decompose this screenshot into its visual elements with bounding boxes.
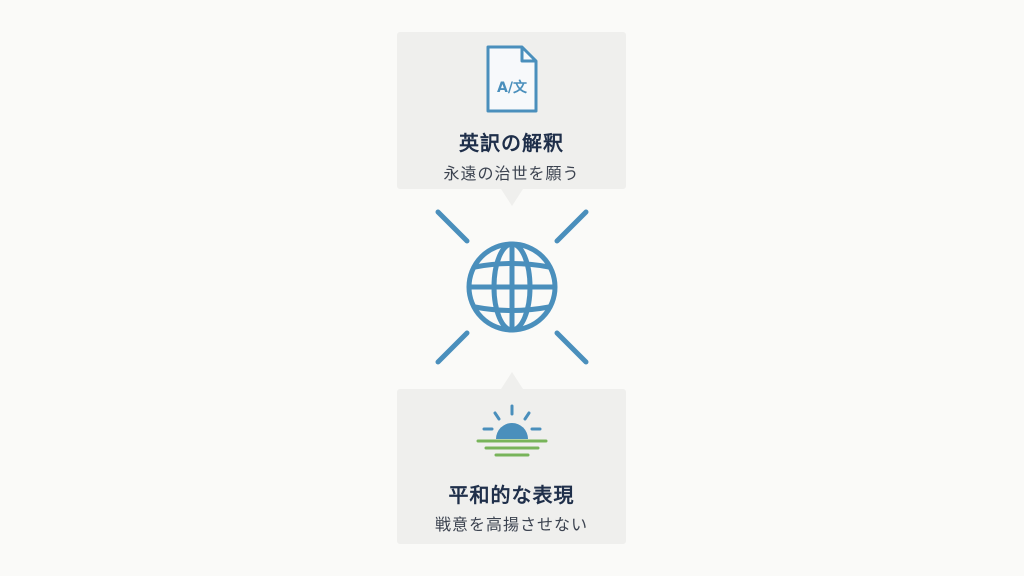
peaceful-expression-subtitle: 戦意を高揚させない bbox=[434, 515, 588, 534]
peaceful-expression-card: 平和的な表現 戦意を高揚させない bbox=[397, 372, 626, 544]
globe-icon bbox=[466, 241, 558, 333]
interpretation-subtitle: 永遠の治世を願う bbox=[443, 164, 580, 183]
interpretation-card: A/文 英訳の解釈 永遠の治世を願う bbox=[397, 32, 626, 206]
interpretation-title: 英訳の解釈 bbox=[459, 131, 564, 155]
sunrise-icon bbox=[476, 404, 547, 457]
radiating-lines bbox=[435, 209, 589, 365]
globe-hub bbox=[435, 209, 589, 365]
translate-document-icon: A/文 bbox=[486, 45, 537, 113]
translate-icon-text: A/文 bbox=[497, 79, 528, 96]
card-pointer bbox=[500, 189, 523, 206]
card-pointer bbox=[500, 372, 523, 389]
peaceful-expression-title: 平和的な表現 bbox=[448, 483, 575, 507]
